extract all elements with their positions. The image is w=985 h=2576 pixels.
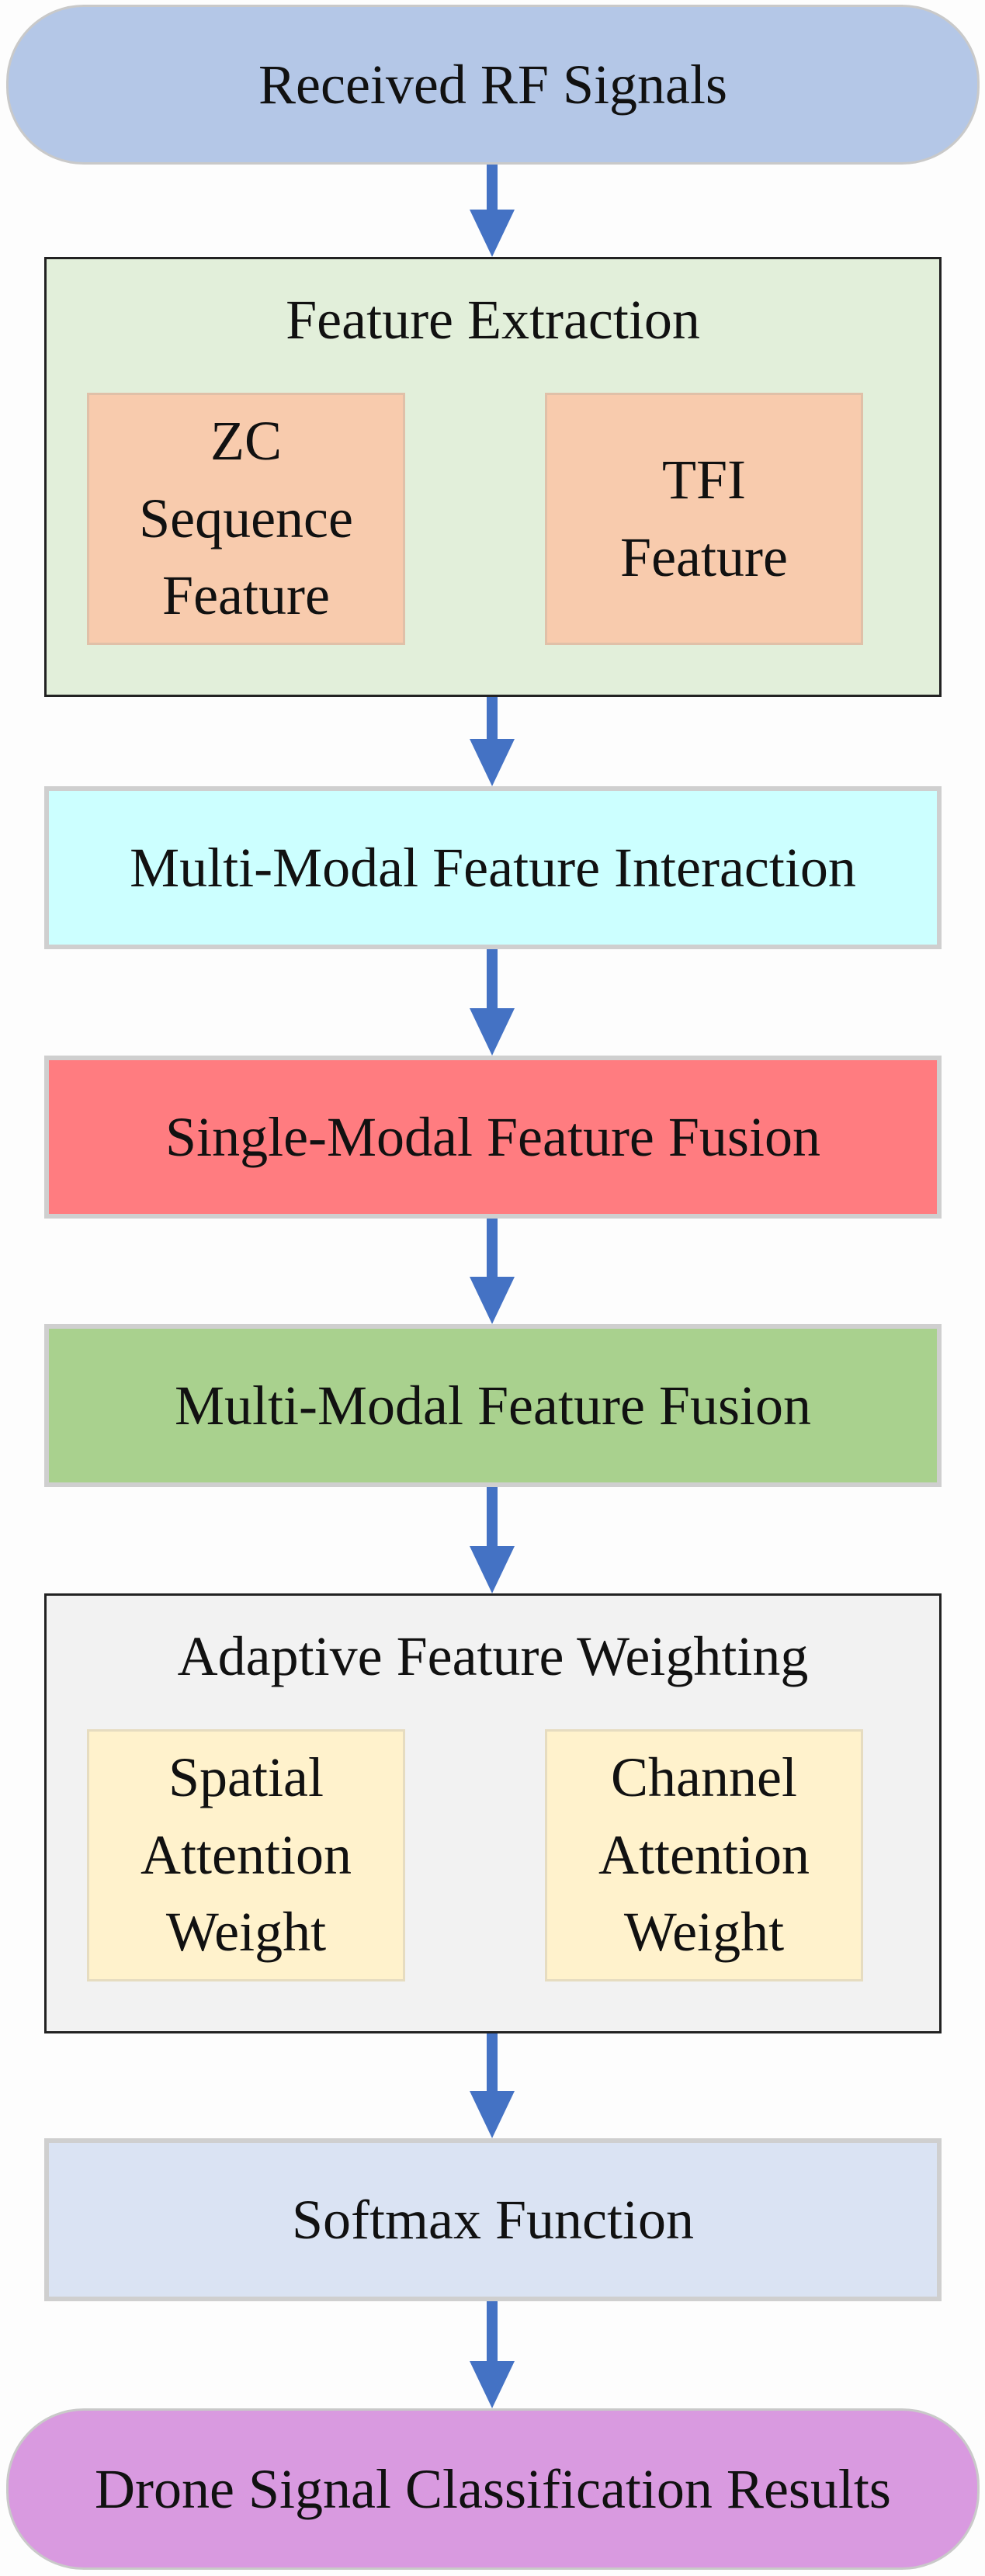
single-modal-feature-fusion-label: Single-Modal Feature Fusion: [165, 1105, 820, 1168]
multi-modal-feature-fusion-label: Multi-Modal Feature Fusion: [175, 1374, 811, 1437]
channel-attention-weight-line-3: Weight: [623, 1901, 785, 1964]
zc-sequence-feature-line-1: ZC: [210, 410, 282, 473]
softmax-function-node: Softmax Function: [44, 2138, 942, 2301]
tfi-feature-box: TFI Feature: [545, 393, 863, 645]
arrow-interaction-to-single-fusion: [470, 949, 515, 1056]
tfi-feature-line-1: TFI: [662, 449, 746, 511]
single-modal-feature-fusion-node: Single-Modal Feature Fusion: [44, 1056, 942, 1219]
arrow-softmax-to-results: [470, 2301, 515, 2408]
multi-modal-feature-interaction-node: Multi-Modal Feature Interaction: [44, 786, 942, 949]
multi-modal-feature-interaction-label: Multi-Modal Feature Interaction: [130, 836, 856, 899]
feature-extraction-title: Feature Extraction: [286, 289, 700, 351]
adaptive-feature-weighting-group: Adaptive Feature Weighting Spatial Atten…: [44, 1593, 942, 2033]
arrow-multi-fusion-to-weighting: [470, 1487, 515, 1593]
adaptive-feature-weighting-title: Adaptive Feature Weighting: [177, 1625, 809, 1687]
tfi-feature-line-2: Feature: [620, 525, 788, 588]
zc-sequence-feature-line-2: Sequence: [139, 487, 353, 550]
drone-signal-classification-results-label: Drone Signal Classification Results: [95, 2457, 891, 2520]
received-rf-signals-label: Received RF Signals: [258, 53, 727, 116]
arrow-extraction-to-interaction: [470, 697, 515, 786]
zc-sequence-feature-box: ZC Sequence Feature: [87, 393, 405, 645]
channel-attention-weight-line-2: Attention: [598, 1823, 810, 1886]
spatial-attention-weight-line-2: Attention: [140, 1823, 352, 1886]
softmax-function-label: Softmax Function: [292, 2188, 694, 2251]
spatial-attention-weight-line-3: Weight: [165, 1901, 327, 1964]
spatial-attention-weight-line-1: Spatial: [168, 1746, 324, 1809]
spatial-attention-weight-box: Spatial Attention Weight: [87, 1729, 405, 1981]
channel-attention-weight-box: Channel Attention Weight: [545, 1729, 863, 1981]
arrow-weighting-to-softmax: [470, 2033, 515, 2138]
drone-signal-classification-results-node: Drone Signal Classification Results: [6, 2408, 980, 2570]
arrow-single-fusion-to-multi-fusion: [470, 1219, 515, 1324]
arrow-received-to-extraction: [470, 165, 515, 257]
received-rf-signals-node: Received RF Signals: [6, 5, 980, 165]
multi-modal-feature-fusion-node: Multi-Modal Feature Fusion: [44, 1324, 942, 1487]
feature-extraction-group: Feature Extraction ZC Sequence Feature T…: [44, 257, 942, 697]
zc-sequence-feature-line-3: Feature: [162, 564, 330, 627]
channel-attention-weight-line-1: Channel: [611, 1746, 797, 1809]
